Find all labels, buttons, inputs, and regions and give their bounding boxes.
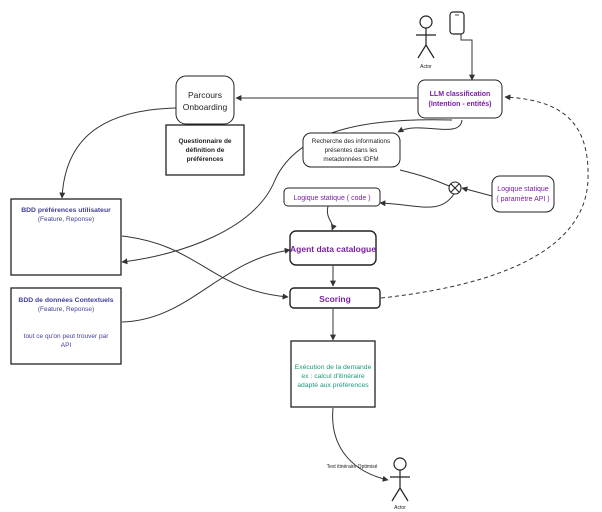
smartphone-icon [449, 11, 465, 35]
edge-bdd-pref-to-scoring [121, 235, 289, 300]
edges [59, 34, 589, 482]
edge-output-label: Text itinéraire Optimisé [327, 464, 378, 470]
node-execution: Exécution de la demande ex : calcul d'it… [290, 340, 376, 408]
actor-top-label: Actor [420, 64, 432, 70]
edge-recherche-to-merge [399, 169, 450, 187]
edge-phone-to-llm [460, 34, 475, 81]
edge-merge-to-code [379, 193, 455, 208]
node-questionnaire: Questionnaire de définition de préférenc… [165, 124, 245, 176]
recherche-line1: Recherche des informations [312, 138, 390, 145]
edge-parcours-to-bdd-pref [59, 107, 177, 199]
node-bdd-preferences: BDD préférences utilisateur (Feature, Re… [10, 198, 122, 276]
questionnaire-line3: préférences [187, 156, 224, 163]
scoring-label: Scoring [319, 294, 351, 304]
node-recherche: Recherche des informations présentes dan… [302, 132, 401, 168]
node-llm-classification: LLM classification (Intention - entités) [417, 79, 503, 119]
edge-llm-to-bdd-pref [121, 119, 453, 265]
bdd-contextuels-title: BDD de données Contextuels [18, 297, 113, 304]
logique-code-label: Logique statique ( code ) [293, 195, 370, 202]
node-agent-catalogue: Agent data catalogue [289, 230, 377, 266]
parcours-line2: Onboarding [183, 102, 228, 112]
logique-api-line1: Logique statique [497, 186, 548, 193]
questionnaire-line2: définition de [186, 147, 225, 154]
actor-top [416, 15, 436, 59]
merge-circle-x-icon [448, 181, 462, 195]
bdd-contextuels-note-line1: tout ce qu'on peut trouver par [24, 333, 110, 340]
edge-scoring-to-llm-dashed [380, 94, 589, 299]
actor-bottom-label: Actor [394, 505, 406, 511]
node-parcours-onboarding: Parcours Onboarding [175, 75, 235, 125]
bdd-preferences-title: BDD préférences utilisateur [21, 207, 111, 214]
questionnaire-line1: Questionnaire de [178, 138, 231, 145]
bdd-contextuels-note-line2: API [61, 342, 72, 349]
edge-bdd-ctx-to-agent [121, 247, 291, 323]
node-logique-api: Logique statique ( paramètre API ) [491, 175, 555, 213]
recherche-line2: présentes dans les [325, 147, 378, 154]
node-scoring: Scoring [289, 287, 381, 309]
logique-api-line2: ( paramètre API ) [496, 196, 549, 203]
recherche-line3: metadonnées IDFM [323, 156, 378, 163]
parcours-line1: Parcours [188, 90, 222, 100]
agent-catalogue-label: Agent data catalogue [290, 244, 376, 254]
edge-api-to-merge [461, 186, 493, 197]
bdd-preferences-subtitle: (Feature, Reponse) [38, 216, 94, 223]
edge-code-to-agent [326, 205, 337, 231]
llm-classification-line1: LLM classification [430, 91, 491, 98]
execution-line1: Exécution de la demande [295, 364, 372, 371]
edge-execution-to-actor [332, 407, 389, 482]
actor-bottom [390, 457, 410, 502]
bdd-contextuels-subtitle: (Feature, Reponse) [38, 306, 94, 313]
execution-line3: adapté aux préférences [297, 382, 369, 389]
llm-classification-line2: (Intention - entités) [429, 101, 492, 108]
node-bdd-contextuels: BDD de données Contextuels (Feature, Rep… [10, 287, 122, 365]
node-logique-code: Logique statique ( code ) [283, 187, 381, 207]
edge-llm-to-recherche [397, 119, 463, 133]
execution-line2: ex : calcul d'itinéraire [301, 373, 364, 380]
